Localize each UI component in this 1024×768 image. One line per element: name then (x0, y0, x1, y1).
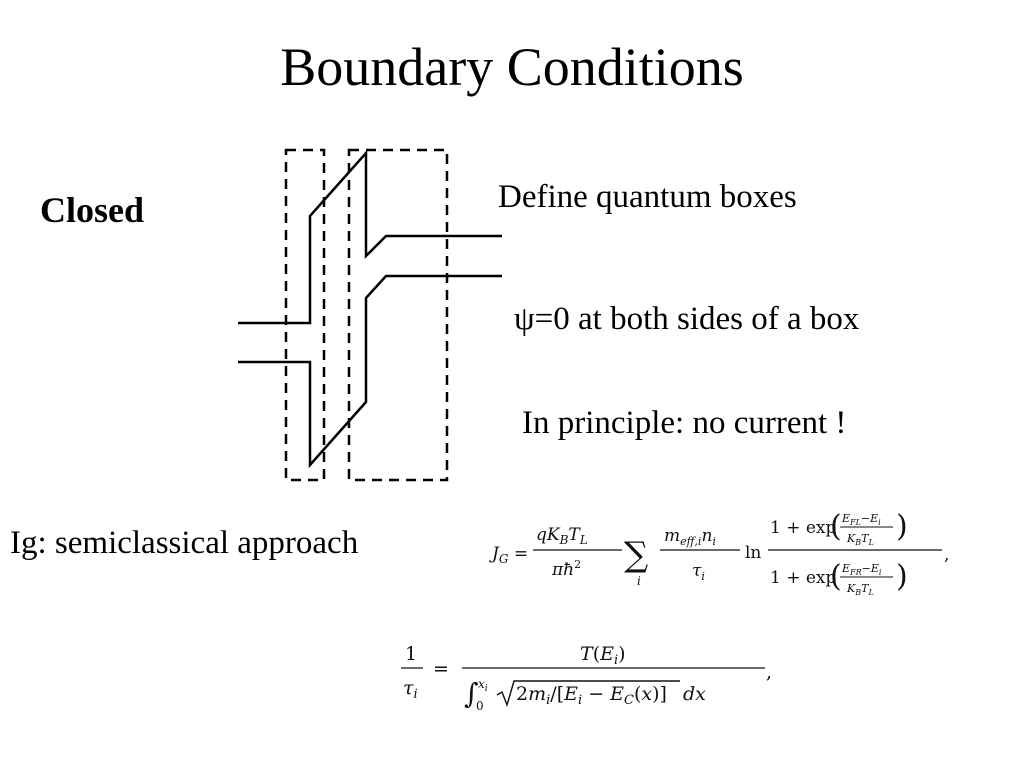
svg-text:2mi/[Ei − EC(x)]: 2mi/[Ei − EC(x)] (516, 683, 667, 708)
svg-text:1 + exp: 1 + exp (770, 518, 837, 538)
svg-text:(: ( (830, 509, 842, 544)
slide-title: Boundary Conditions (280, 37, 744, 97)
current-equation: JG = qKBTL πħ2 ∑ i meff,ini τi ln 1 + ex… (489, 509, 949, 597)
svg-text:meff,ini: meff,ini (664, 526, 716, 548)
svg-text:EFR−Ei: EFR−Ei (841, 562, 882, 577)
svg-text:qKBTL: qKBTL (536, 525, 588, 547)
svg-text:,: , (766, 661, 772, 683)
svg-text:dx: dx (683, 683, 706, 705)
svg-text:τi: τi (692, 561, 705, 583)
closed-label: Closed (40, 190, 145, 230)
svg-text:ln: ln (745, 543, 761, 563)
tau-equation: 1 τi = T(Ei) ∫ 0 xi 2mi/[Ei − EC(x)] dx … (401, 643, 772, 713)
svg-text:τi: τi (403, 677, 418, 702)
svg-text:πħ2: πħ2 (551, 558, 581, 580)
quantum-box-left (284, 148, 326, 482)
svg-text:(: ( (830, 559, 842, 594)
quantum-box-right (347, 148, 449, 482)
svg-text:,: , (944, 545, 949, 565)
svg-text:EFL−Ei: EFL−Ei (841, 512, 881, 527)
band-edge-lower (238, 274, 502, 469)
svg-text:1 + exp: 1 + exp (770, 568, 837, 588)
svg-text:): ) (896, 559, 908, 594)
svg-text:KBTL: KBTL (846, 532, 874, 547)
svg-text:xi: xi (478, 677, 488, 694)
svg-text:KBTL: KBTL (846, 582, 874, 597)
svg-text:T(Ei): T(Ei) (580, 643, 626, 668)
svg-text:): ) (896, 509, 908, 544)
band-edge-upper (238, 149, 502, 325)
no-current-text: In principle: no current ! (522, 405, 847, 441)
svg-text:JG =: JG = (489, 544, 528, 566)
band-diagram (238, 148, 502, 482)
boundary-condition-text: ψ=0 at both sides of a box (514, 301, 860, 337)
svg-text:0: 0 (476, 699, 484, 713)
semiclassical-label: Ig: semiclassical approach (10, 525, 359, 561)
define-boxes-text: Define quantum boxes (498, 179, 797, 215)
svg-text:∫: ∫ (464, 677, 479, 710)
svg-text:i: i (637, 574, 641, 588)
svg-text:∑: ∑ (624, 535, 648, 575)
svg-text:=: = (433, 658, 449, 680)
svg-text:1: 1 (405, 643, 417, 665)
